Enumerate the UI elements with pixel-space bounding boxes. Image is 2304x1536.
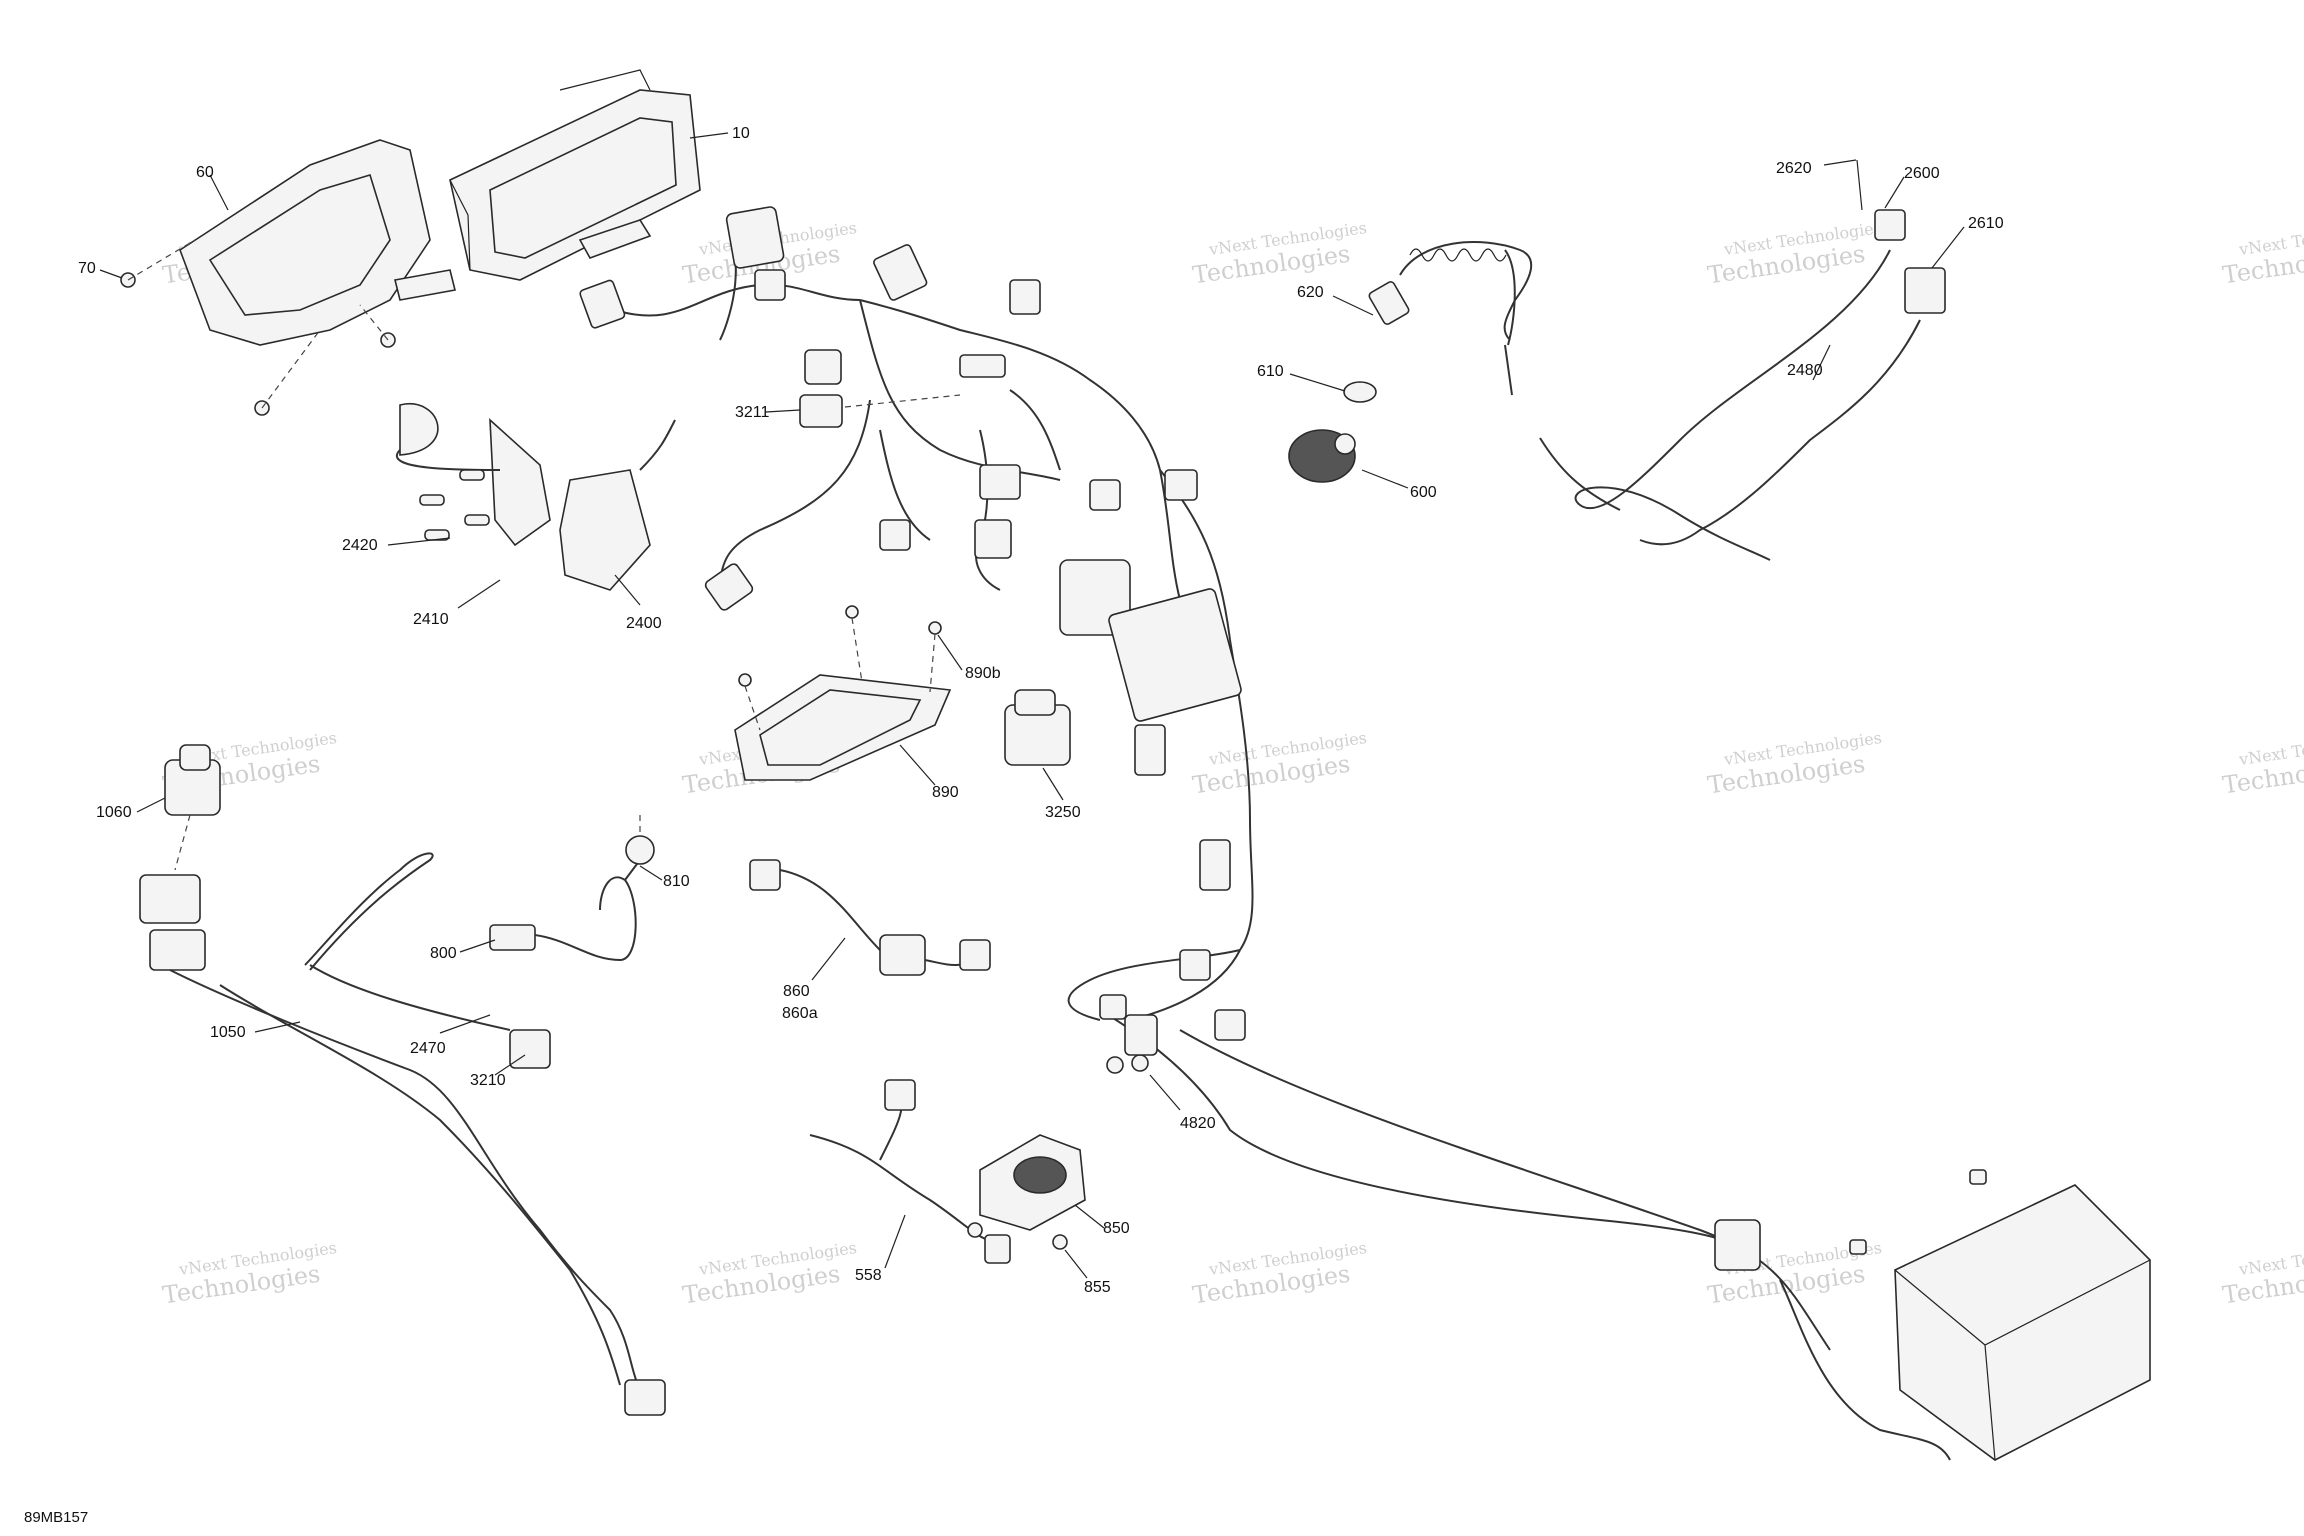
controller-850 (809, 1079, 1086, 1264)
nuts-4820 (1106, 1014, 1158, 1074)
callout-4820: 4820 (1180, 1115, 1216, 1132)
dess-switch-cord (1368, 241, 1533, 396)
switch-3250 (1004, 689, 1071, 766)
callout-850: 850 (1103, 1220, 1130, 1237)
watermark: vNext Technologies Technologies (2221, 218, 2304, 289)
callout-2480: 2480 (1787, 362, 1823, 379)
drawing-code: 89MB157 (24, 1509, 88, 1526)
mounting-plate (734, 605, 952, 781)
callout-2600: 2600 (1904, 165, 1940, 182)
callout-2470: 2470 (410, 1040, 446, 1057)
callout-890b: 890b (965, 665, 1001, 682)
watermark: vNext Technologies Technologies (2221, 1238, 2304, 1309)
leader-lines (99, 132, 1965, 1279)
callout-3211: 3211 (735, 404, 770, 421)
switch-1060 (164, 744, 221, 871)
callout-860a: 860a (782, 1005, 818, 1022)
callout-2620: 2620 (1776, 160, 1812, 177)
callout-1050: 1050 (210, 1024, 246, 1041)
callout-860: 860 (783, 983, 810, 1000)
callout-2410: 2410 (413, 611, 449, 628)
screw-icon (120, 272, 136, 288)
ignition-switch (1288, 429, 1356, 483)
callout-3210: 3210 (470, 1072, 506, 1089)
watermark: vNext Technologies Technologies (1191, 1238, 1368, 1309)
watermark: vNext Technologies Technologies (2221, 728, 2304, 799)
callout-60: 60 (196, 164, 214, 181)
callout-610: 610 (1257, 363, 1284, 380)
battery (1714, 1169, 2151, 1461)
callout-800: 800 (430, 945, 457, 962)
callout-2420: 2420 (342, 537, 378, 554)
harness-connectors (579, 206, 1246, 1041)
callout-810: 810 (663, 873, 690, 890)
callout-labels: 10 60 70 620 610 600 2620 2600 2610 2480… (78, 125, 2004, 1296)
accessory-harness (1539, 159, 1946, 561)
watermark: vNext Technologies Technologies (681, 1238, 858, 1309)
watermark: vNext Technologies Technologies (1706, 728, 1883, 799)
callout-855: 855 (1084, 1279, 1111, 1296)
watermark: vNext Technologies Technologies (161, 1238, 338, 1309)
callout-1060: 1060 (96, 804, 132, 821)
watermark: vNext Technologies Technologies (1191, 728, 1368, 799)
cluster-bezel (179, 139, 456, 346)
callout-10: 10 (732, 125, 750, 142)
watermark: vNext Technologies Technologies (1191, 218, 1368, 289)
instrument-cluster (449, 69, 701, 281)
callout-600: 600 (1410, 484, 1437, 501)
bulb-icon (625, 835, 655, 865)
callout-620: 620 (1297, 284, 1324, 301)
callout-890: 890 (932, 784, 959, 801)
watermark: vNext Technologies Technologies (1706, 218, 1883, 289)
callout-558: 558 (855, 1267, 882, 1284)
sensor-800 (489, 815, 655, 962)
callout-3250: 3250 (1045, 804, 1081, 821)
connector-3211 (799, 394, 843, 428)
cable-2470 (304, 852, 551, 1069)
harness-860 (749, 859, 991, 976)
handlebar-switch (396, 402, 676, 591)
callout-2610: 2610 (1968, 215, 2004, 232)
callout-2400: 2400 (626, 615, 662, 632)
main-harness (614, 254, 1831, 1351)
connector-3210 (509, 1029, 551, 1069)
callout-70: 70 (78, 260, 96, 277)
nut-icon (1343, 381, 1377, 403)
harness-1050 (139, 874, 666, 1416)
